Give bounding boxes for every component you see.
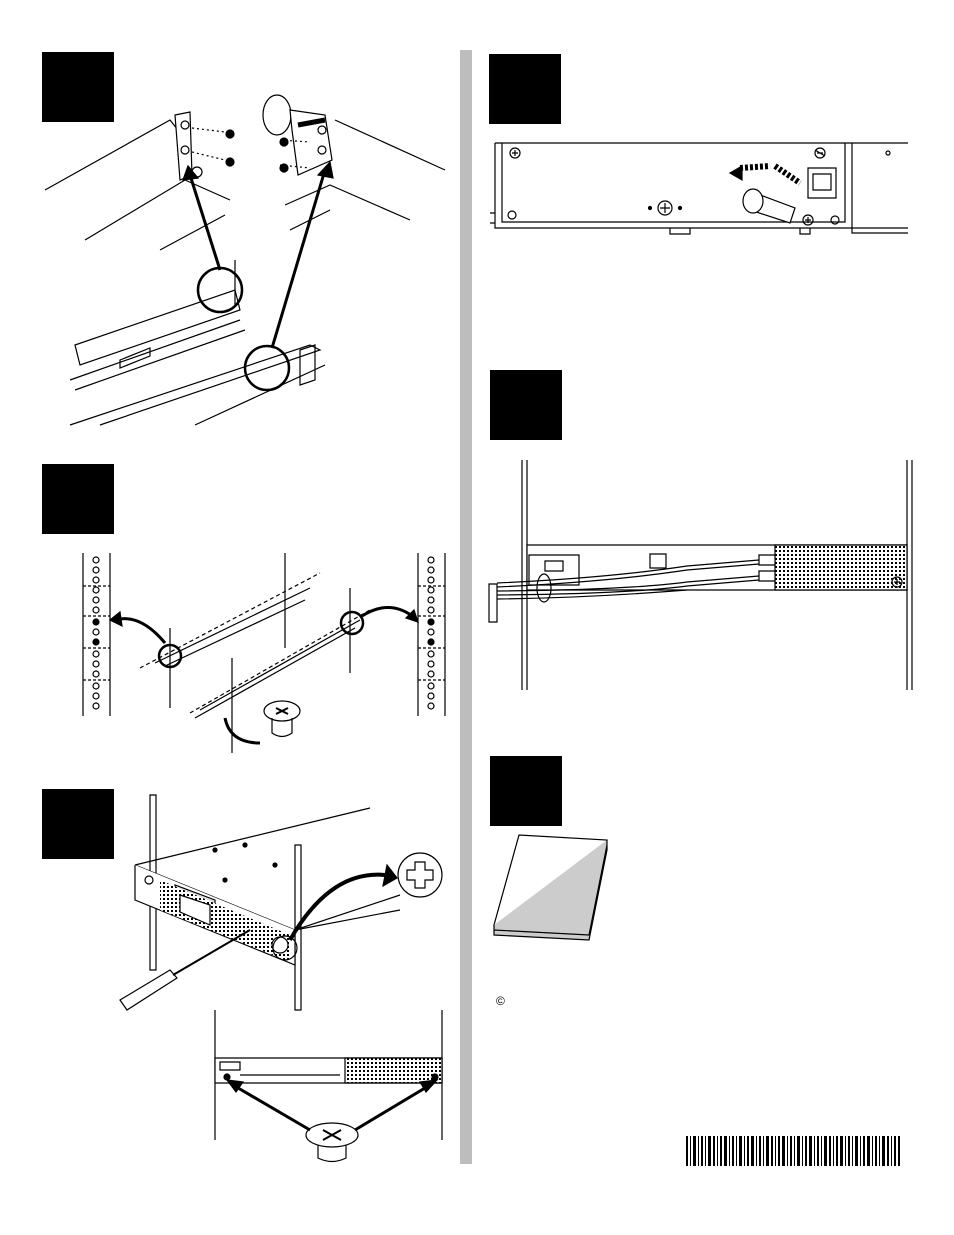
step-box-3 bbox=[42, 789, 114, 859]
insert-unit-illustration bbox=[115, 790, 455, 1160]
step-box-5 bbox=[490, 370, 562, 440]
copyright-symbol: © bbox=[496, 994, 505, 1008]
barcode bbox=[686, 1136, 900, 1166]
step-box-6 bbox=[490, 756, 562, 826]
cable-management-illustration bbox=[487, 458, 915, 694]
rear-panel-illustration bbox=[490, 138, 910, 238]
rail-bracket-illustration bbox=[40, 90, 455, 430]
step-box-2 bbox=[42, 464, 114, 534]
rail-mount-illustration bbox=[80, 548, 450, 768]
documentation-booklet-icon bbox=[489, 830, 609, 942]
step-box-4 bbox=[489, 54, 561, 124]
column-divider bbox=[460, 50, 472, 1164]
